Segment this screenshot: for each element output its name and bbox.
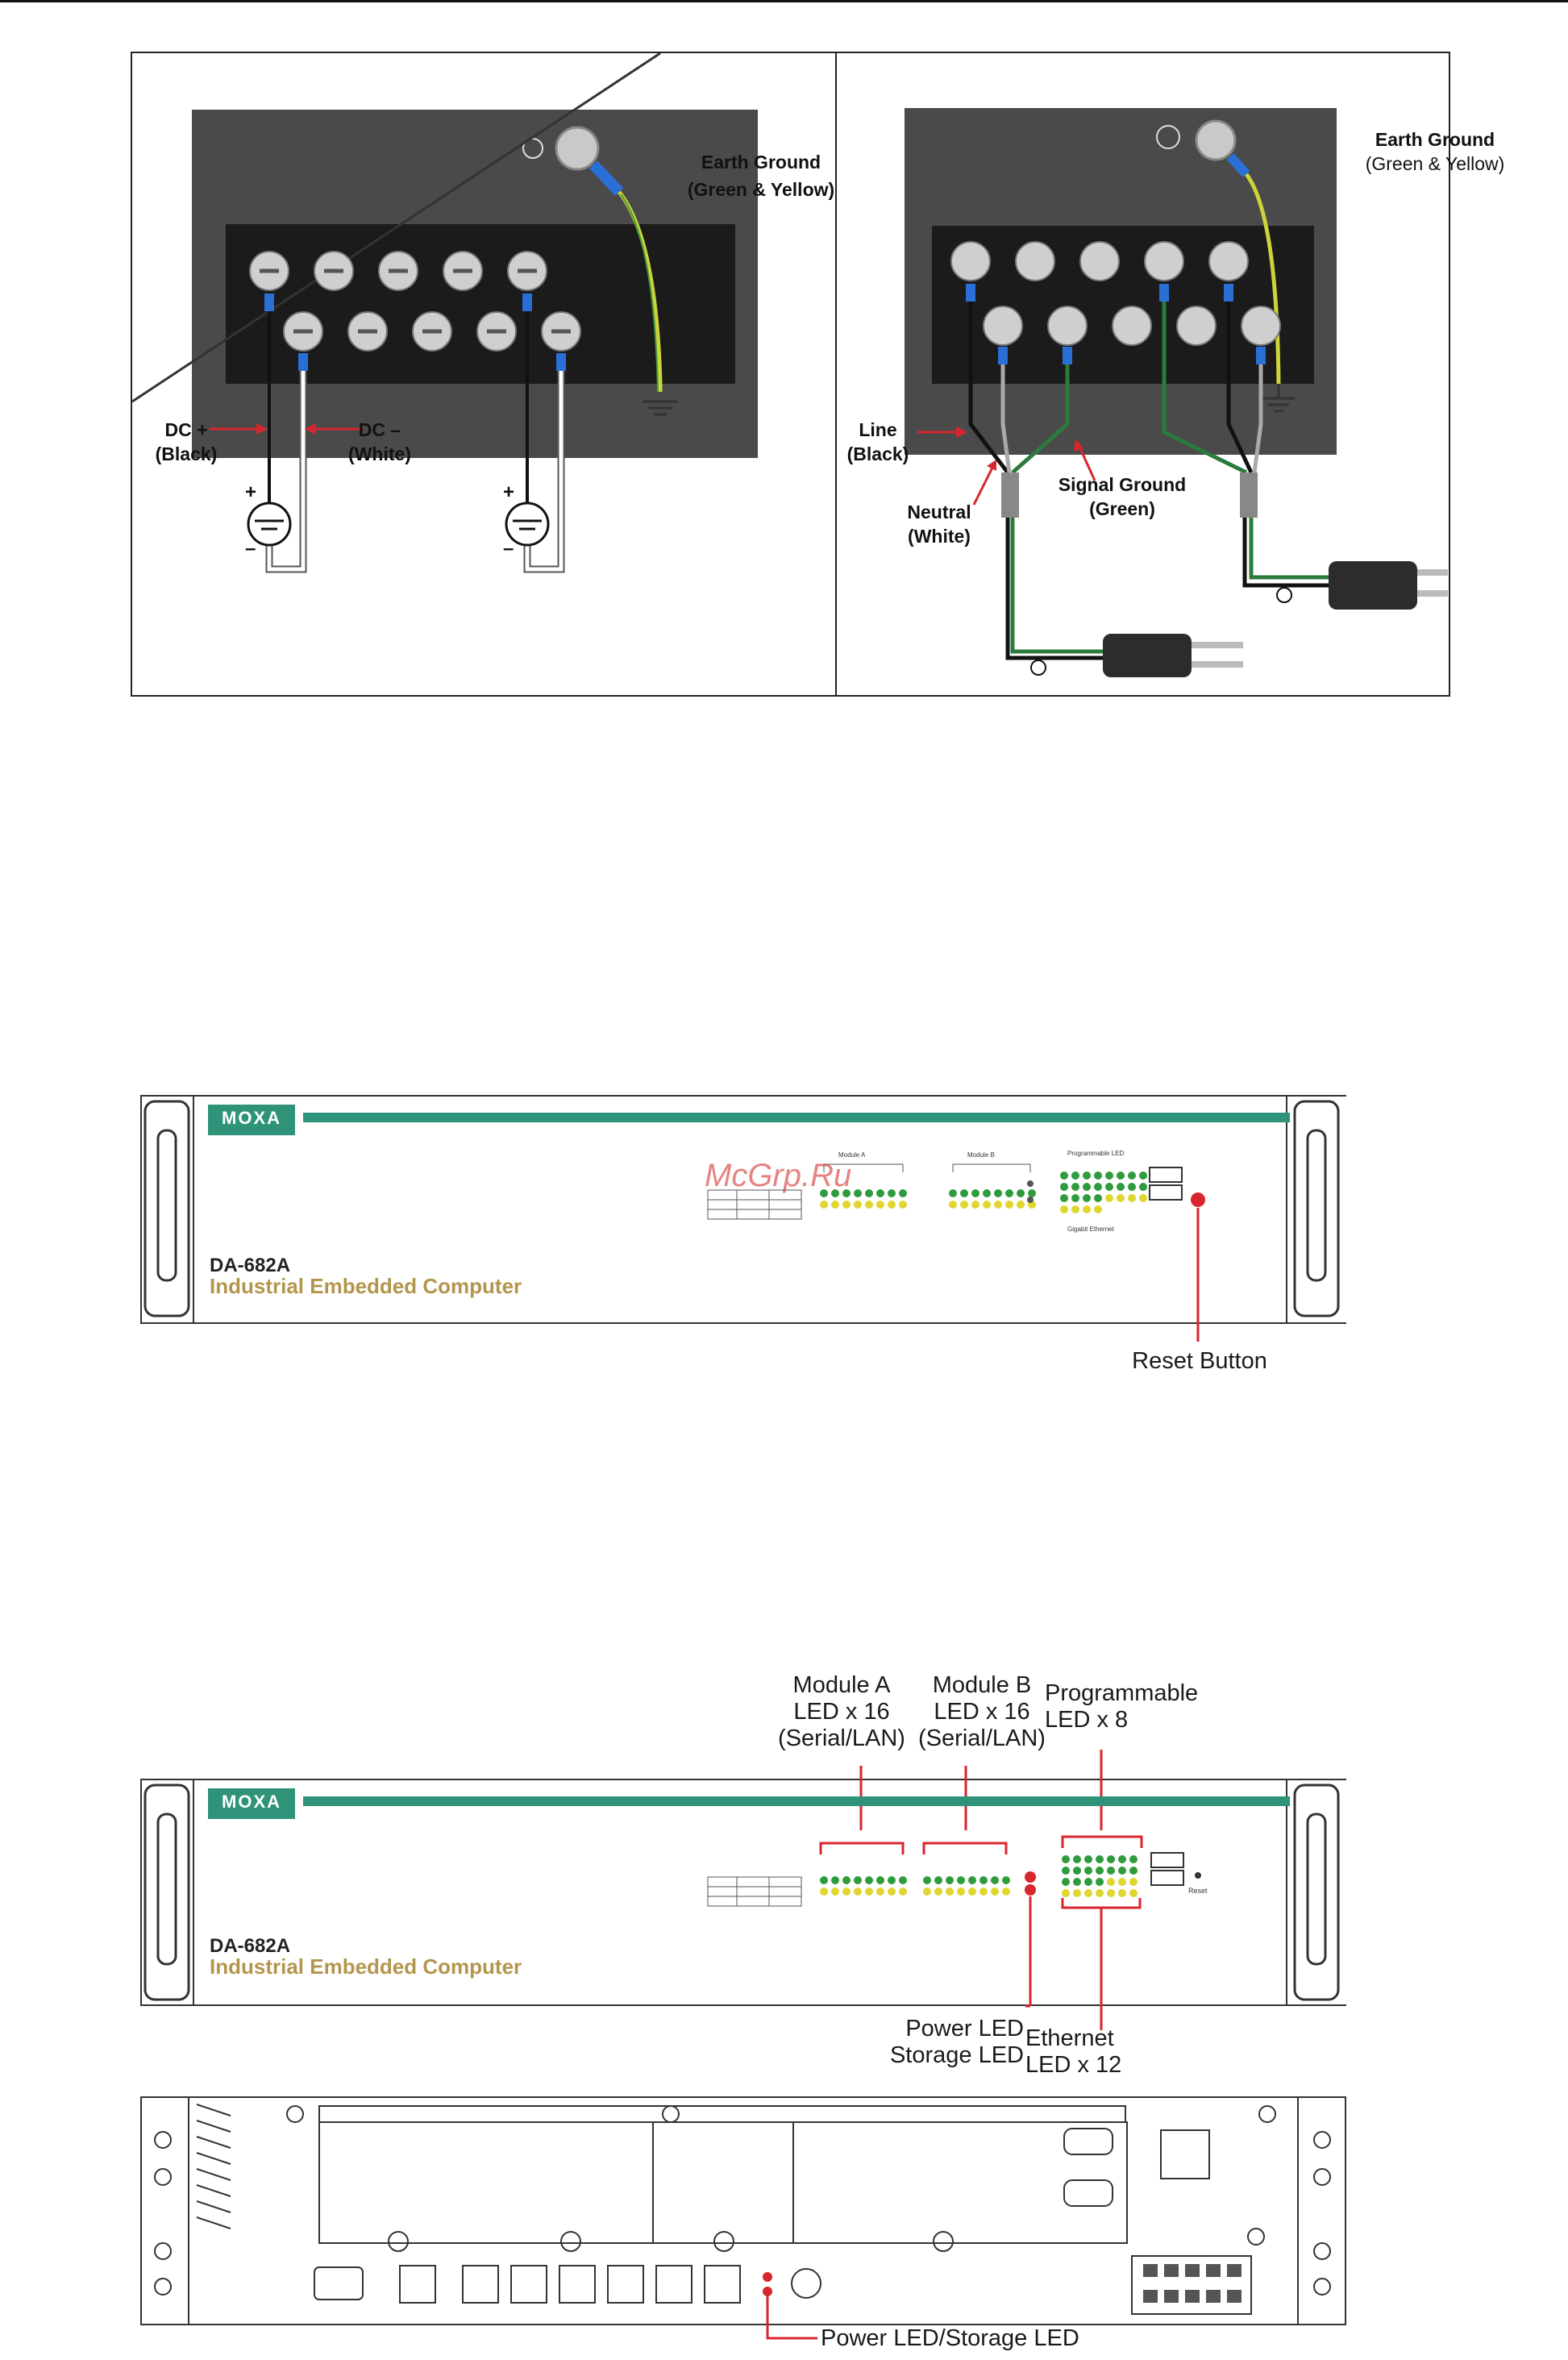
front-panel-fig2-subtitle: Industrial Embedded Computer <box>210 1954 522 1979</box>
dc-minus-title: DC – <box>358 419 401 440</box>
ac-line-label: Line (Black) <box>834 418 922 466</box>
ac-plug-right <box>1329 561 1417 610</box>
ac-signal-ground-sub: (Green) <box>1089 498 1155 519</box>
ac-wiring-diagram <box>905 108 1448 677</box>
front-panel-fig1-module-b: Module B <box>967 1151 995 1159</box>
dc-plus-label: DC + (Black) <box>142 418 231 466</box>
rear-panel <box>140 2096 1346 2325</box>
front-panel-fig1-art <box>143 1095 1340 1342</box>
power-led-dot <box>1025 1871 1036 1883</box>
dc-earth-label: Earth Ground (Green & Yellow) <box>664 148 858 203</box>
rear-panel-art <box>154 2096 1331 2340</box>
power-storage-led-callout: Power LED Storage LED <box>889 2016 1024 2068</box>
front-panel-fig1-gigabit: Gigabit Ethernet <box>1067 1226 1114 1233</box>
front-panel-fig1-brand: MOXA <box>222 1108 281 1128</box>
dc-minus-sub: (White) <box>348 443 411 464</box>
ac-signal-ground-label: Signal Ground (Green) <box>1042 472 1203 521</box>
module-a-led-callout: Module A LED x 16 (Serial/LAN) <box>778 1672 905 1751</box>
front-panel-fig2-model: DA-682A <box>210 1935 291 1957</box>
reset-button-dot <box>1191 1192 1205 1207</box>
ethernet-led-callout: Ethernet LED x 12 <box>1025 2025 1122 2078</box>
module-b-leds <box>949 1189 1036 1209</box>
ac-line-sub: (Black) <box>846 443 909 464</box>
dc-earth-lug <box>555 126 600 171</box>
dc-earth-title: Earth Ground <box>701 152 821 173</box>
ac-earth-label: Earth Ground (Green & Yellow) <box>1346 127 1524 176</box>
front-panel-fig2-art <box>143 1750 1340 2030</box>
module-b-led-callout: Module B LED x 16 (Serial/LAN) <box>918 1672 1046 1751</box>
dc-plus-sub: (Black) <box>155 443 218 464</box>
ac-earth-title: Earth Ground <box>1375 129 1495 150</box>
ac-terminal-block <box>932 226 1314 384</box>
dc-terminal-block <box>226 224 735 384</box>
page-top-rule <box>0 0 1568 2</box>
dc-earth-sub: (Green & Yellow) <box>687 179 835 200</box>
front-panel-fig2-brand: MOXA <box>222 1792 281 1812</box>
rear-storage-led-dot <box>763 2287 772 2296</box>
front-panel-fig1-module-a: Module A <box>838 1151 866 1159</box>
programmable-leds-fig1 <box>1060 1172 1147 1180</box>
dc-wiring-diagram: + – + – <box>132 53 758 573</box>
ac-plug-left <box>1103 634 1192 677</box>
ac-neutral-sub: (White) <box>908 526 971 547</box>
ethernet-leds-fig1 <box>1060 1183 1147 1213</box>
ac-line-title: Line <box>859 419 897 440</box>
fig1-watermark: McGrp.Ru <box>705 1158 852 1193</box>
wiring-figure: + – + – Earth Ground (Green & Yellow) DC… <box>131 52 1504 697</box>
ac-signal-ground-title: Signal Ground <box>1058 474 1187 495</box>
front-panel-fig2-reset: Reset <box>1188 1887 1208 1895</box>
front-panel-fig2 <box>140 1779 1346 2006</box>
front-panel-fig1-subtitle: Industrial Embedded Computer <box>210 1274 522 1298</box>
storage-led-dot <box>1025 1884 1036 1896</box>
module-a-leds <box>820 1189 907 1209</box>
svg-text:–: – <box>503 538 514 560</box>
wiring-divider <box>835 53 837 695</box>
rear-panel-callout: Power LED/Storage LED <box>821 2325 1079 2351</box>
ac-neutral-label: Neutral (White) <box>887 500 992 548</box>
ac-earth-lug <box>1195 119 1237 161</box>
ac-earth-sub: (Green & Yellow) <box>1365 153 1505 174</box>
dc-plus-title: DC + <box>164 419 208 440</box>
front-panel-fig1-programmable: Programmable LED <box>1067 1150 1125 1157</box>
svg-text:+: + <box>245 481 256 503</box>
rear-power-led-dot <box>763 2272 772 2282</box>
dc-minus-label: DC – (White) <box>335 418 424 466</box>
front-panel-fig1-model: DA-682A <box>210 1255 291 1276</box>
ac-neutral-title: Neutral <box>907 502 971 522</box>
front-panel-fig1 <box>140 1095 1346 1324</box>
programmable-led-callout: Programmable LED x 8 <box>1045 1680 1199 1733</box>
reset-button-callout: Reset Button <box>1132 1348 1267 1374</box>
svg-text:–: – <box>245 538 256 560</box>
svg-text:+: + <box>503 481 514 503</box>
